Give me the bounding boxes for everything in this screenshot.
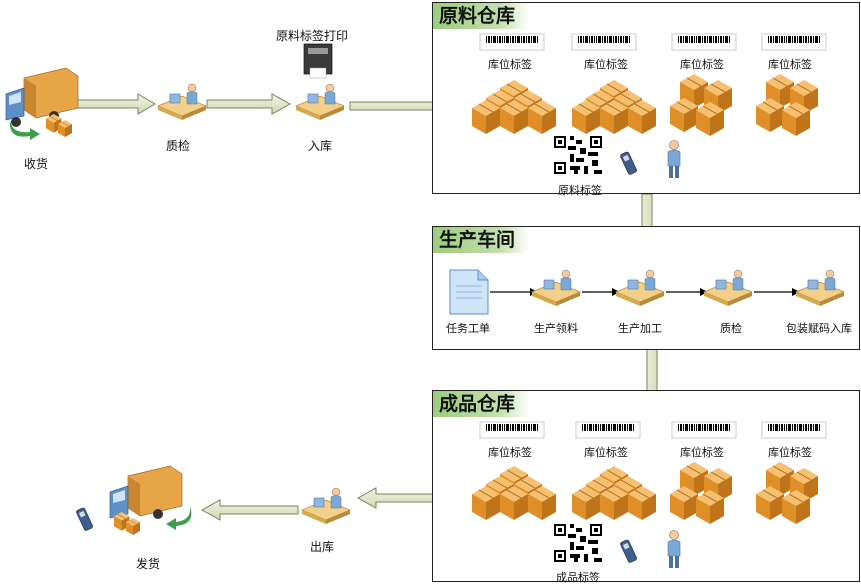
finished-product-label: 成品标签 — [556, 571, 600, 584]
finished-location-label-4: 库位标签 — [768, 446, 812, 459]
green-arrow-icon — [166, 506, 192, 530]
qc-label: 质检 — [166, 139, 191, 153]
workshop-step-4: 质检 — [720, 322, 742, 335]
green-arrow-icon — [9, 120, 40, 140]
label-printer-label: 原料标签打印 — [276, 29, 349, 43]
finished-location-label-3: 库位标签 — [680, 446, 724, 459]
ship-label: 发货 — [136, 557, 161, 571]
finished-location-label-1: 库位标签 — [488, 446, 532, 459]
outbound-label: 出库 — [310, 540, 335, 554]
finished-warehouse-title: 成品仓库 — [433, 391, 530, 417]
raw-location-label-3: 库位标签 — [680, 58, 724, 71]
arrow-qc-to-inbound — [206, 93, 292, 115]
finished-location-label-2: 库位标签 — [584, 446, 628, 459]
raw-warehouse-title: 原料仓库 — [433, 3, 530, 29]
raw-location-label-2: 库位标签 — [584, 58, 628, 71]
workshop-step-3: 生产加工 — [618, 322, 662, 335]
document-icon — [449, 269, 489, 315]
workshop-title: 生产车间 — [433, 227, 530, 253]
raw-location-label-1: 库位标签 — [488, 58, 532, 71]
workshop-panel: 生产车间 — [432, 226, 860, 350]
receive-label: 收货 — [24, 157, 49, 171]
outbound-desk-icon — [301, 487, 351, 525]
workshop-step-2: 生产领料 — [534, 322, 578, 335]
workshop-step-5: 包装赋码入库 — [786, 322, 852, 335]
label-printer-icon — [303, 43, 333, 79]
workshop-step-1: 任务工单 — [446, 322, 490, 335]
inbound-label: 入库 — [308, 139, 333, 153]
raw-material-label: 原料标签 — [558, 184, 602, 197]
raw-location-label-4: 库位标签 — [768, 58, 812, 71]
scanner-icon — [75, 506, 94, 532]
arrow-receive-to-qc — [74, 93, 156, 115]
arrow-outbound-to-ship — [200, 499, 299, 521]
